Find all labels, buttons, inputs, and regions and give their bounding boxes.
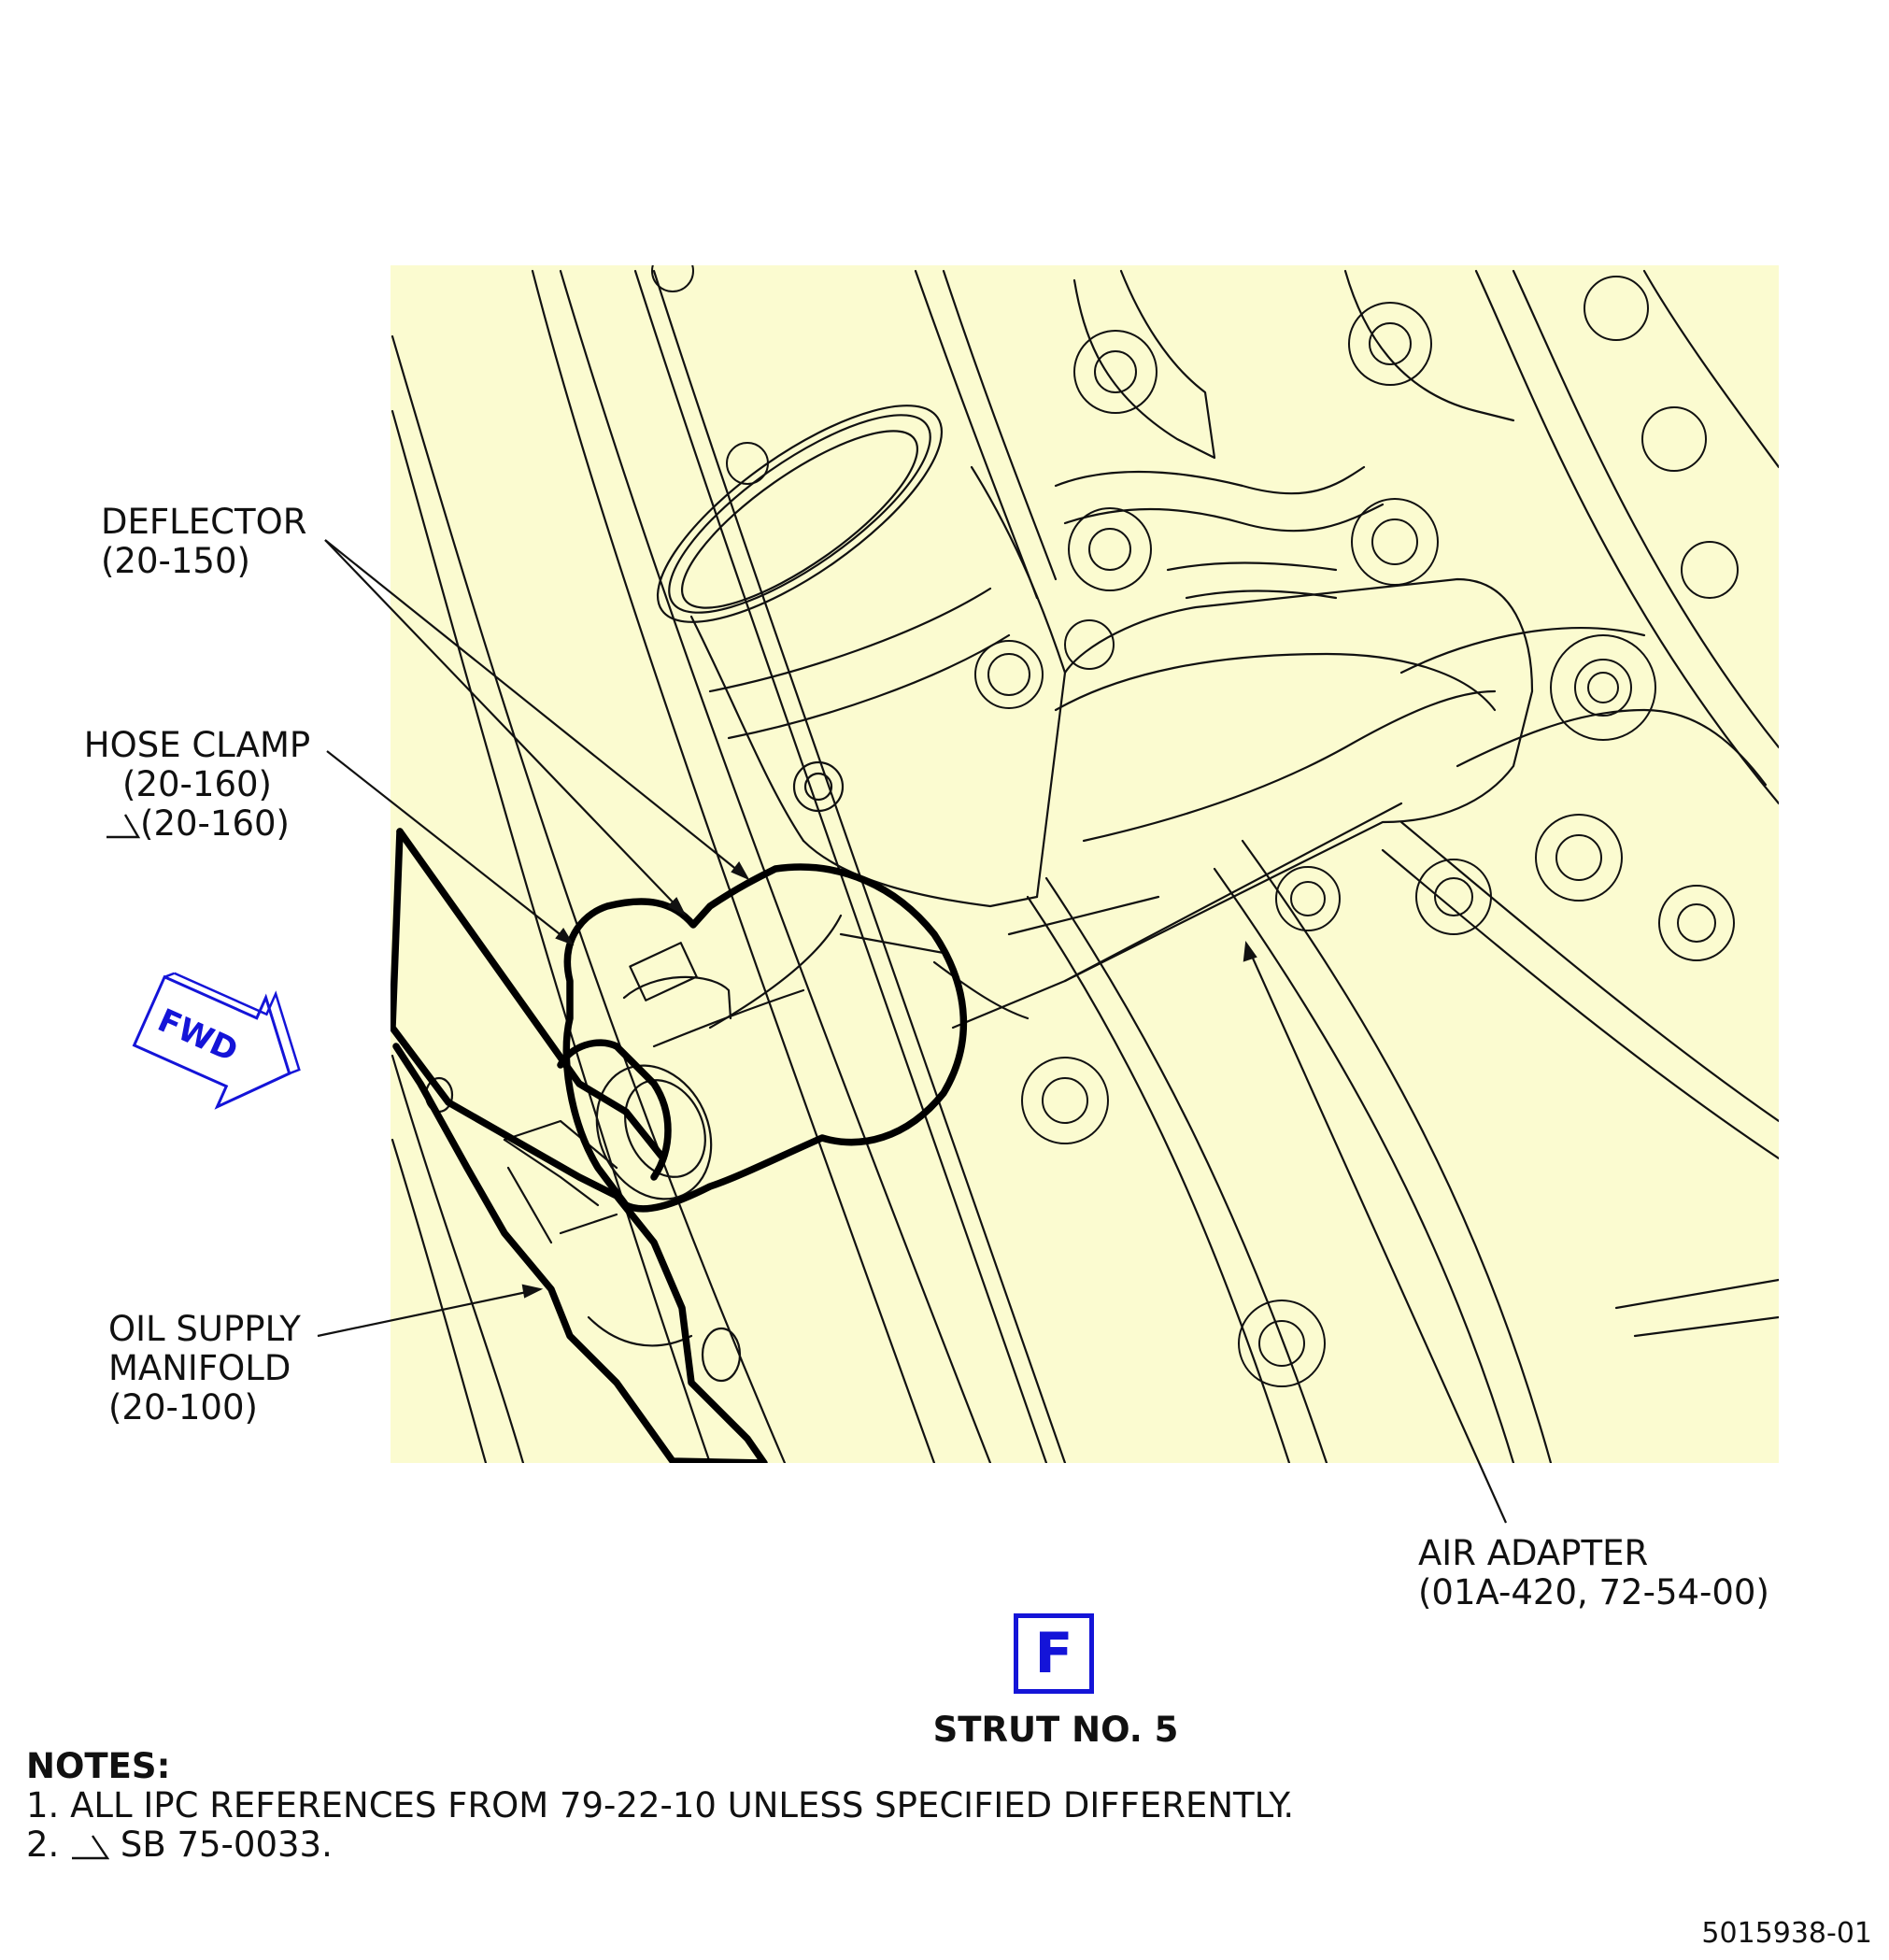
illustration-panel bbox=[391, 265, 1779, 1463]
revision-flag-icon bbox=[72, 1835, 110, 1860]
view-title: STRUT NO. 5 bbox=[932, 1710, 1179, 1750]
view-letter: F bbox=[1034, 1621, 1073, 1686]
note-1-text: ALL IPC REFERENCES FROM 79-22-10 UNLESS … bbox=[70, 1785, 1295, 1825]
hose-clamp-outline bbox=[557, 1039, 672, 1181]
note-item-1: 1. ALL IPC REFERENCES FROM 79-22-10 UNLE… bbox=[26, 1786, 1294, 1825]
hose-clamp-ref: (20-160) bbox=[122, 764, 272, 804]
hose-clamp-label: HOSE CLAMP bbox=[83, 725, 311, 765]
view-letter-box: F bbox=[1014, 1613, 1094, 1694]
fasteners bbox=[651, 265, 1739, 1387]
figure-id: 5015938-01 bbox=[1701, 1917, 1872, 1950]
oil-supply-manifold-label-1: OIL SUPPLY bbox=[108, 1309, 301, 1349]
oil-supply-manifold-ref: (20-100) bbox=[108, 1387, 258, 1427]
air-adapter-body bbox=[802, 577, 1534, 1030]
highlighted-outlines bbox=[391, 828, 968, 1463]
oil-supply-manifold-outline bbox=[391, 828, 768, 1463]
oil-supply-manifold-label-2: MANIFOLD bbox=[108, 1348, 291, 1388]
mounting-bracket bbox=[1054, 269, 1768, 787]
case-structure-lines bbox=[391, 269, 1779, 1463]
hose-clamp-ref-alt: (20-160) bbox=[140, 803, 290, 844]
leader-lines bbox=[317, 539, 1508, 1524]
hose-clamp-ref-alt-row: (20-160) bbox=[82, 804, 312, 844]
note-item-2: 2. SB 75-0033. bbox=[26, 1825, 1294, 1865]
note-2-text: SB 75-0033. bbox=[120, 1825, 333, 1865]
deflector-cup bbox=[656, 405, 1067, 843]
air-adapter-ref: (01A-420, 72-54-00) bbox=[1418, 1572, 1769, 1612]
callout-oil-supply-manifold: OIL SUPPLY MANIFOLD (20-100) bbox=[108, 1310, 301, 1427]
deflector-ref: (20-150) bbox=[101, 541, 250, 581]
callout-deflector: DEFLECTOR (20-150) bbox=[101, 503, 306, 581]
notes-block: NOTES: 1. ALL IPC REFERENCES FROM 79-22-… bbox=[26, 1747, 1294, 1865]
callout-air-adapter: AIR ADAPTER (01A-420, 72-54-00) bbox=[1418, 1534, 1769, 1612]
air-adapter-label: AIR ADAPTER bbox=[1418, 1533, 1649, 1573]
notes-heading: NOTES: bbox=[26, 1746, 171, 1786]
revision-flag-icon bbox=[107, 814, 141, 839]
note-2-number: 2. bbox=[26, 1825, 60, 1865]
deflector-label: DEFLECTOR bbox=[101, 502, 307, 542]
hose-clamp-body bbox=[595, 914, 843, 1200]
fwd-direction-arrow-icon: FWD bbox=[132, 972, 301, 1110]
callout-hose-clamp: HOSE CLAMP (20-160) (20-160) bbox=[82, 726, 312, 844]
note-1-number: 1. bbox=[26, 1785, 60, 1825]
